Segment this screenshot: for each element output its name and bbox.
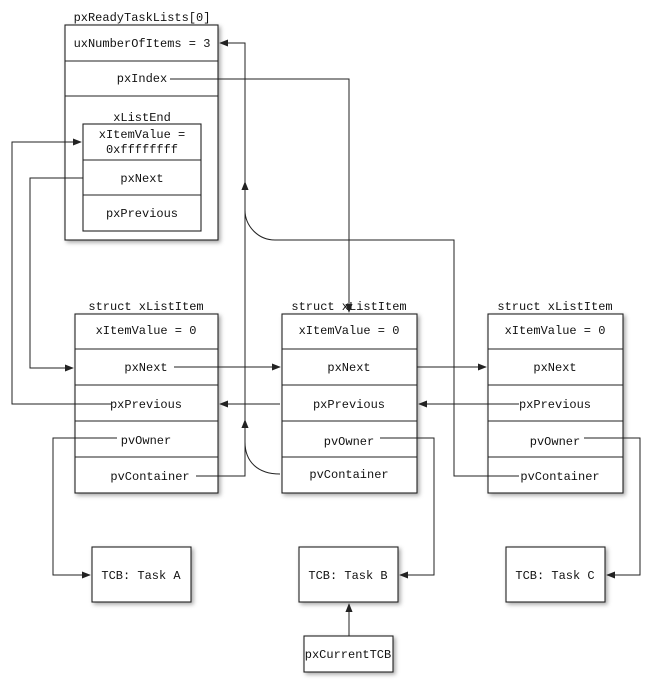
pv-container-field: pvContainer bbox=[520, 470, 599, 484]
item-b-container-arrow bbox=[241, 419, 281, 475]
pv-owner-field: pvOwner bbox=[324, 435, 374, 449]
connectors bbox=[11, 39, 641, 636]
tcb-label: TCB: Task A bbox=[101, 569, 181, 583]
tcb-box bbox=[505, 546, 606, 603]
item-value-field: xItemValue = 0 bbox=[505, 324, 606, 338]
px-next-field: pxNext bbox=[124, 361, 167, 375]
tcb-task-b: TCB: Task B bbox=[298, 546, 399, 603]
ux-number-of-items-field: uxNumberOfItems = 3 bbox=[74, 37, 211, 51]
list-item-b: struct xListItem xItemValue = 0 pxNext p… bbox=[281, 300, 418, 494]
item-value-field: xItemValue = 0 bbox=[96, 324, 197, 338]
tcb-label: TCB: Task C bbox=[515, 569, 594, 583]
item-value-field: xItemValue = 0 bbox=[299, 324, 400, 338]
tcb-task-c: TCB: Task C bbox=[505, 546, 606, 603]
list-item-c: struct xListItem xItemValue = 0 pxNext p… bbox=[487, 300, 624, 494]
px-previous-field: pxPrevious bbox=[519, 398, 591, 412]
item-a-owner-arrow bbox=[52, 437, 117, 579]
px-previous-field: pxPrevious bbox=[313, 398, 385, 412]
pv-container-field: pvContainer bbox=[110, 470, 189, 484]
list-end-box bbox=[82, 123, 202, 232]
list-end-title: xListEnd bbox=[113, 111, 171, 125]
pv-owner-field: pvOwner bbox=[121, 434, 171, 448]
list-item-box bbox=[281, 313, 418, 494]
list-end-px-next-field: pxNext bbox=[120, 172, 163, 186]
list-end: xItemValue = 0xffffffff pxNext pxPreviou… bbox=[82, 123, 202, 232]
list-end-item-value-label: xItemValue = bbox=[99, 128, 185, 142]
px-index-field: pxIndex bbox=[117, 72, 167, 86]
item-a-previous-arrow bbox=[11, 138, 112, 405]
list-item-title: struct xListItem bbox=[88, 300, 203, 314]
ready-list-title: pxReadyTaskLists[0] bbox=[74, 11, 211, 25]
list-end-next-arrow bbox=[29, 177, 83, 372]
tcb-label: TCB: Task B bbox=[308, 569, 387, 583]
tcb-box bbox=[91, 546, 192, 603]
current-tcb-label: pxCurrentTCB bbox=[305, 648, 391, 662]
pv-owner-field: pvOwner bbox=[530, 435, 580, 449]
px-next-field: pxNext bbox=[533, 361, 576, 375]
item-a-container-arrow bbox=[196, 39, 246, 477]
px-previous-field: pxPrevious bbox=[110, 398, 182, 412]
tcb-task-a: TCB: Task A bbox=[91, 546, 192, 603]
px-index-arrow bbox=[170, 78, 353, 313]
list-end-item-value: 0xffffffff bbox=[106, 143, 178, 157]
pv-container-field: pvContainer bbox=[309, 468, 388, 482]
tcb-box bbox=[298, 546, 399, 603]
list-item-title: struct xListItem bbox=[497, 300, 612, 314]
item-c-owner-arrow bbox=[584, 437, 641, 579]
px-next-field: pxNext bbox=[327, 361, 370, 375]
item-b-owner-arrow bbox=[380, 437, 435, 579]
list-end-px-previous-field: pxPrevious bbox=[106, 207, 178, 221]
item-c-container-arrow bbox=[241, 181, 519, 477]
list-item-a: struct xListItem xItemValue = 0 pxNext p… bbox=[74, 300, 219, 494]
current-tcb-pointer: pxCurrentTCB bbox=[303, 635, 394, 673]
ready-task-list: pxReadyTaskLists[0] uxNumberOfItems = 3 … bbox=[64, 11, 219, 241]
